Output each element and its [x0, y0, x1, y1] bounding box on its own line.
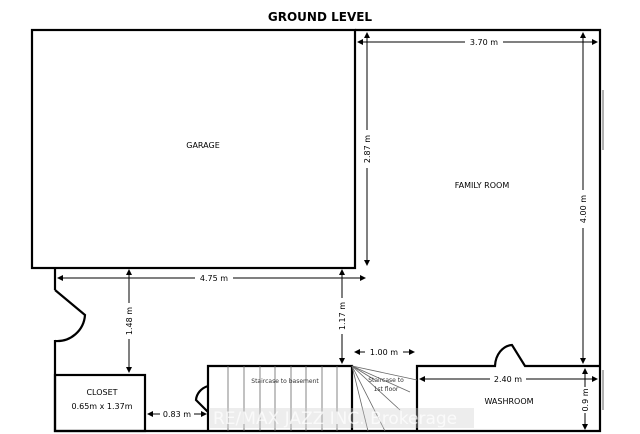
dim-hall-right: 1.17 m	[338, 302, 347, 330]
garage-wall	[30, 28, 357, 270]
dim-closet-stairs: 0.83 m	[163, 410, 191, 419]
dim-family-width: 3.70 m	[470, 38, 498, 47]
dim-washroom-width: 2.40 m	[494, 375, 522, 384]
closet-size: 0.65m x 1.37m	[71, 402, 132, 411]
watermark-band	[210, 408, 474, 428]
room-closet: CLOSET	[86, 388, 117, 397]
dim-garage-width: 4.75 m	[200, 274, 228, 283]
watermark: RE/MAX JAZZ INC. Brokerage	[213, 409, 457, 429]
exterior-wall	[53, 28, 602, 433]
dim-family-depth: 4.00 m	[579, 195, 588, 223]
stair-treads	[227, 365, 418, 432]
room-family-room: FAMILY ROOM	[455, 181, 510, 190]
staircase-wall	[194, 364, 354, 431]
dim-gap: 1.00 m	[370, 348, 398, 357]
entry-door	[54, 289, 87, 343]
room-garage: GARAGE	[186, 141, 220, 150]
closet-wall	[53, 373, 147, 433]
dimension-lines	[57, 32, 598, 430]
room-washroom: WASHROOM	[484, 397, 533, 406]
dim-washroom-depth: 0.9 m	[581, 388, 590, 411]
staircase-basement: Staircase to basement	[251, 378, 319, 385]
staircase-first-2: 1st floor	[374, 386, 399, 393]
dim-hall-left: 1.48 m	[125, 307, 134, 335]
plan-title: GROUND LEVEL	[268, 10, 373, 24]
washroom-wall	[415, 343, 600, 431]
walls	[30, 28, 604, 433]
dimension-labels: 3.70 m 2.87 m 4.00 m 4.75 m 1.48 m 1.17 …	[123, 36, 591, 420]
staircase-first-1: Staircase to	[368, 377, 404, 384]
dim-garage-depth: 2.87 m	[363, 135, 372, 163]
